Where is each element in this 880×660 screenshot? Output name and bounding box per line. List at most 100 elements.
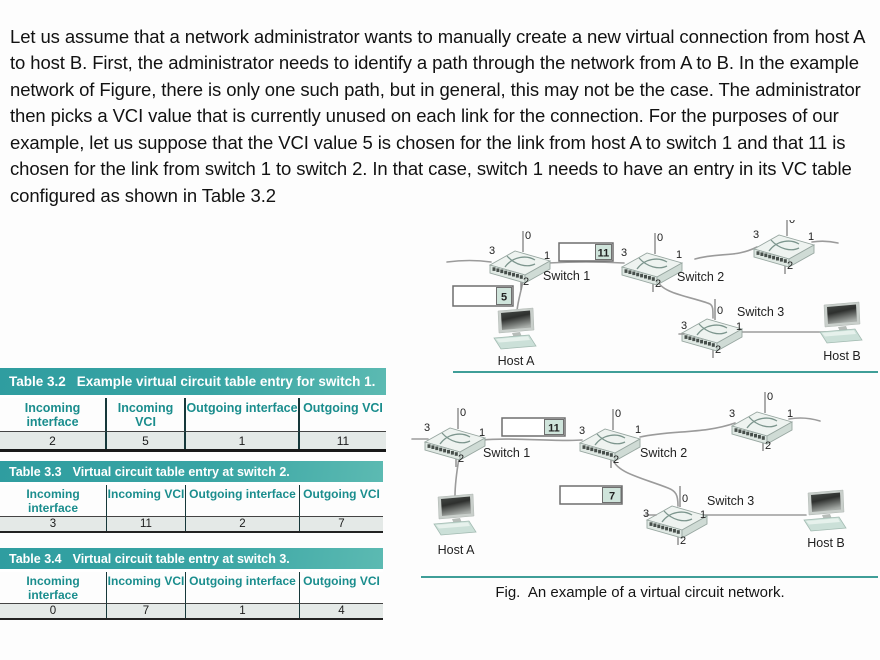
link-stub-switch4-right [811, 240, 839, 244]
link-switch1-hostA [516, 280, 524, 312]
table-grid: Incoming interface Incoming VCI Outgoing… [0, 485, 383, 533]
column-header: Incoming interface [0, 398, 107, 432]
column-header: Incoming VCI [107, 398, 186, 432]
switch-icon [424, 407, 486, 468]
port-label-1: 1 [700, 509, 706, 521]
table-row: 2 5 1 11 [0, 432, 386, 449]
port-label-2: 2 [613, 454, 619, 466]
port-label-1: 1 [787, 408, 793, 420]
switch-icon [579, 408, 641, 469]
switch-icon [489, 230, 551, 291]
port-label-1: 1 [479, 427, 485, 439]
switch-label: Switch 3 [707, 494, 754, 508]
host-label: Host B [807, 536, 845, 550]
table-cell: 5 [107, 432, 186, 449]
table-label: Table 3.3 [9, 464, 62, 479]
table-cell: 0 [0, 604, 107, 618]
switch-3: 3 0 1 2 Switch 3 [678, 298, 784, 359]
column-header: Outgoing VCI [300, 572, 383, 604]
switch-unlabeled: 3 0 1 2 [753, 220, 815, 275]
table-cell: 4 [300, 604, 383, 618]
port-label-1: 1 [544, 250, 550, 262]
switch-3: 3 0 1 2 Switch 3 [643, 485, 754, 547]
table-cell: 2 [186, 517, 300, 531]
table-header-row: Incoming interface Incoming VCI Outgoing… [0, 398, 386, 432]
table-cell: 7 [300, 517, 383, 531]
host-label: Host B [823, 349, 861, 363]
link-switch2-switch4 [639, 422, 736, 438]
table-cell: 1 [186, 604, 300, 618]
link-switch2-switch3 [611, 456, 679, 507]
port-label-0: 0 [682, 493, 688, 505]
table-title-text: Virtual circuit table entry at switch 2. [72, 464, 290, 479]
packet-vci-cell [602, 487, 622, 503]
table-grid: Incoming interface Incoming VCI Outgoing… [0, 572, 383, 620]
port-label-2: 2 [523, 276, 529, 288]
port-label-3: 3 [681, 320, 687, 332]
vc-table-switch2: Table 3.3 Virtual circuit table entry at… [0, 461, 383, 533]
table-row: 3 11 2 7 [0, 517, 383, 531]
packet-vci-cell [496, 287, 512, 305]
port-label-3: 3 [729, 408, 735, 420]
host-a: Host A [433, 493, 477, 557]
link-switch2-switch3 [656, 278, 714, 319]
switch-1: 3 0 1 2 Switch 1 [489, 230, 590, 291]
port-label-0: 0 [657, 232, 663, 244]
switch-label: Switch 1 [483, 446, 530, 460]
port-label-3: 3 [621, 247, 627, 259]
diagram-bottom: Host A Host B 3 0 1 2 Switch 1 3 0 1 2 S… [411, 391, 878, 578]
column-header: Outgoing interface [186, 398, 300, 432]
switch-1: 3 0 1 2 Switch 1 [424, 407, 530, 468]
port-label-2: 2 [655, 278, 661, 290]
packet-vci-value: 7 [609, 491, 615, 503]
packet-vci-cell [595, 244, 612, 260]
packet-vci-value: 5 [501, 292, 507, 304]
port-label-1: 1 [736, 321, 742, 333]
table-label: Table 3.4 [9, 551, 62, 566]
packet-vci-value: 11 [548, 423, 560, 435]
host-b: Host B [803, 489, 847, 550]
column-header: Incoming VCI [107, 572, 186, 604]
network-figure: Host A Host B 3 0 1 2 Switch 1 3 0 1 2 S… [411, 220, 878, 578]
host-a: Host A [493, 307, 537, 368]
port-label-0: 0 [525, 230, 531, 242]
host-label: Host A [498, 354, 535, 368]
host-icon [803, 489, 847, 532]
vc-table-switch1: Table 3.2 Example virtual circuit table … [0, 368, 386, 452]
port-label-2: 2 [680, 535, 686, 547]
port-label-2: 2 [458, 453, 464, 465]
body-paragraph: Let us assume that a network administrat… [10, 25, 865, 207]
packet-box-hostA-switch1: 5 [452, 285, 514, 307]
switch-icon [621, 232, 683, 293]
column-header: Outgoing VCI [300, 485, 383, 517]
table-cell: 2 [0, 432, 107, 449]
table-grid: Incoming interface Incoming VCI Outgoing… [0, 398, 386, 452]
switch-label: Switch 3 [737, 305, 784, 319]
port-label-3: 3 [753, 229, 759, 241]
table-cell: 3 [0, 517, 107, 531]
column-header: Outgoing interface [186, 485, 300, 517]
host-b: Host B [819, 301, 863, 363]
packet-vci-cell [544, 419, 564, 435]
column-header: Incoming VCI [107, 485, 186, 517]
port-label-2: 2 [765, 440, 771, 452]
column-header: Incoming interface [0, 572, 107, 604]
link-switch1-switch2 [482, 438, 583, 442]
table-cell: 7 [107, 604, 186, 618]
switch-label: Switch 1 [543, 269, 590, 283]
packet-box-switch2-switch3: 7 [559, 485, 623, 505]
table-title-text: Virtual circuit table entry at switch 3. [72, 551, 290, 566]
table-cell: 11 [300, 432, 386, 449]
packet-box-switch1-switch2: 11 [501, 417, 566, 437]
table-title-bar: Table 3.4 Virtual circuit table entry at… [0, 548, 383, 569]
port-label-0: 0 [717, 305, 723, 317]
packet-box-switch1-switch2: 11 [558, 242, 614, 262]
port-label-1: 1 [635, 424, 641, 436]
figure-caption: Fig. An example of a virtual circuit net… [495, 584, 785, 601]
link-stub-switch1-left [446, 259, 492, 263]
host-icon [493, 307, 537, 350]
port-label-3: 3 [424, 422, 430, 434]
link-switch1-switch2 [547, 261, 625, 264]
host-label: Host A [438, 543, 475, 557]
